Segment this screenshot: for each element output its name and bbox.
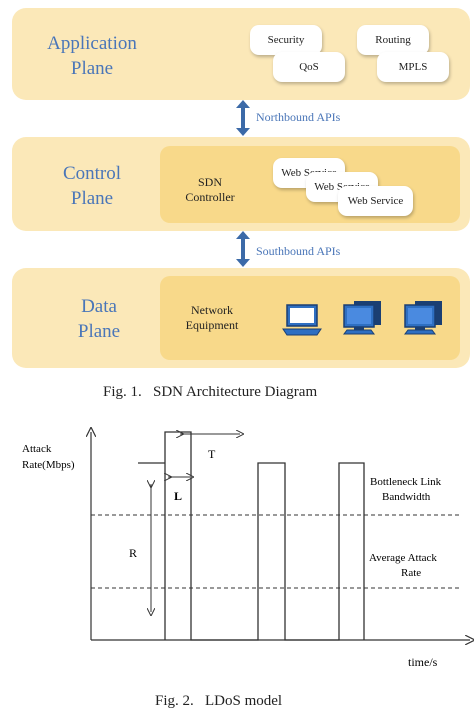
average-rate-label: Rate <box>401 567 421 579</box>
northbound-arrow <box>236 100 250 136</box>
web-service-pill: Web Service <box>338 186 413 216</box>
y-axis-label: Attack <box>22 443 52 455</box>
ldos-model-diagram: Attack Rate(Mbps) time/s T L R Bottlenec… <box>22 420 474 669</box>
y-axis-label: Rate(Mbps) <box>22 459 75 471</box>
equipment-label: Network Equipment <box>185 303 239 332</box>
length-label: L <box>174 489 182 503</box>
fig1-caption: Fig. 1. SDN Architecture Diagram <box>103 384 318 400</box>
control-plane-title: Control Plane <box>62 163 122 209</box>
application-plane-title: Application Plane <box>47 33 137 79</box>
data-plane-title: Data Plane <box>77 296 121 342</box>
mpls-pill: MPLS <box>377 52 449 82</box>
southbound-arrow <box>236 231 250 267</box>
security-pill: Security <box>250 25 322 55</box>
laptop-icon <box>282 304 322 336</box>
x-axis-label: time/s <box>408 655 438 669</box>
northbound-label: Northbound APIs <box>256 110 341 124</box>
southbound-label: Southbound APIs <box>256 244 341 258</box>
bottleneck-label: Bandwidth <box>382 491 431 503</box>
attack-pulse-waveform <box>138 431 365 641</box>
rate-label: R <box>129 546 137 560</box>
desktop-icon <box>343 301 381 335</box>
routing-pill: Routing <box>357 25 429 55</box>
desktop-icon <box>404 301 442 335</box>
qos-pill: QoS <box>273 52 345 82</box>
average-rate-label: Average Attack <box>369 552 437 564</box>
period-label: T <box>208 447 216 461</box>
bottleneck-label: Bottleneck Link <box>370 476 442 488</box>
fig2-caption: Fig. 2. LDoS model <box>155 693 283 709</box>
controller-label: SDN Controller <box>185 175 235 204</box>
